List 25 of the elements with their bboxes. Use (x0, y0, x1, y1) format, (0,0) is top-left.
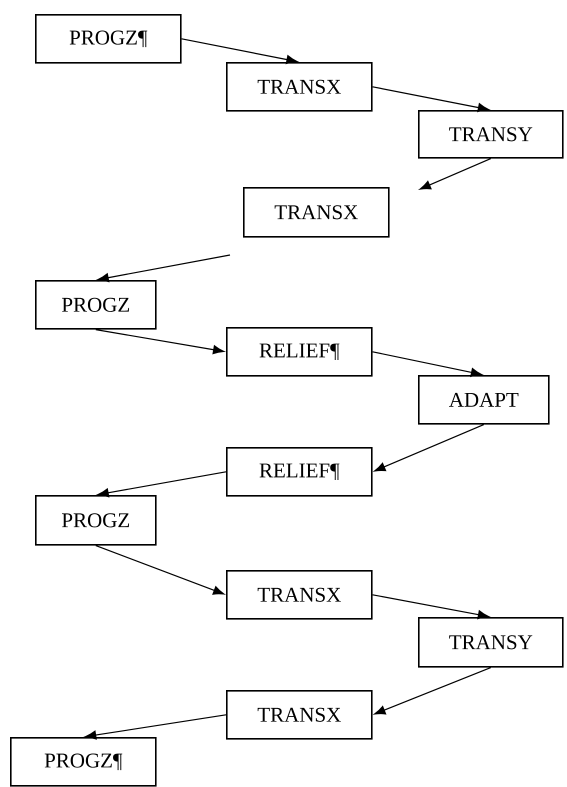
arrow (420, 158, 492, 190)
process-box: TRANSX (243, 187, 390, 238)
arrow (374, 424, 484, 472)
arrow (98, 471, 226, 498)
arrow (96, 329, 224, 354)
process-box: TRANSX (226, 690, 373, 740)
arrow (85, 714, 226, 740)
arrow (374, 667, 492, 714)
process-box: PROGZ¶ (10, 737, 157, 787)
arrow (96, 545, 224, 595)
process-box: TRANSX (226, 570, 373, 620)
process-box: TRANSY (418, 110, 564, 159)
arrow (372, 351, 482, 377)
arrow (98, 254, 230, 282)
process-box: PROGZ (35, 280, 157, 330)
arrow (372, 86, 490, 112)
process-box: RELIEF¶ (226, 327, 373, 377)
process-box: PROGZ¶ (35, 14, 182, 64)
arrow (372, 594, 490, 620)
process-box: ADAPT (418, 375, 550, 425)
process-box: TRANSY (418, 617, 564, 668)
process-box: PROGZ (35, 495, 157, 546)
arrow (181, 38, 298, 64)
process-box: TRANSX (226, 62, 373, 112)
process-box: RELIEF¶ (226, 447, 373, 497)
